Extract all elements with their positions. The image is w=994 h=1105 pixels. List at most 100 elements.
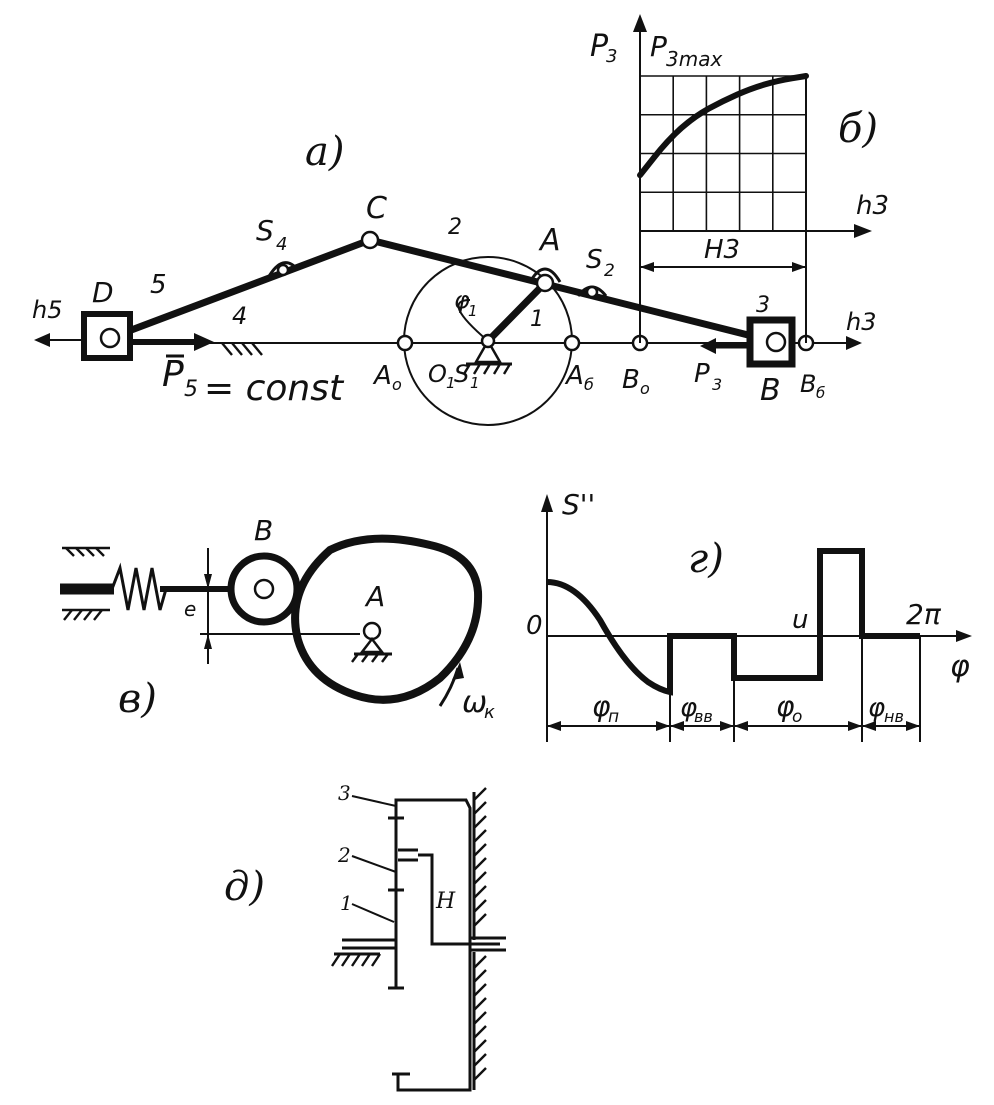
label-phi-vv-sub: вв [694,707,713,726]
label-b: B [760,373,781,408]
label-s4-sub: 4 [276,234,287,255]
label-a0: A [372,361,392,391]
label-cam-a: A [364,580,385,613]
slider-d [81,311,133,361]
panel-v-label: в) [118,676,157,722]
frame-hatch-stroke [473,955,487,969]
link-2 [366,236,780,346]
p5-arrowhead [194,333,214,351]
label-p3-axis-sub: 3 [606,46,617,67]
panel-b-force-graph: б) P 3 P 3max h3 H3 [590,14,889,343]
ring-gear-3 [394,798,472,1092]
frame-hatch-stroke [473,899,487,913]
roller-pin [253,578,275,600]
left-ground-hatch [331,953,381,967]
label-p3: P [694,359,710,389]
label-zero: 0 [526,611,543,641]
h3-axis-arrowhead [854,224,872,238]
label-phi-nv-sub: нв [884,707,904,726]
label-omega-sub: к [484,702,495,723]
label-s2-sub: 2 [604,261,615,281]
label-gear-1: 1 [340,891,353,915]
leader-3 [351,795,397,807]
cam-profile [291,534,483,704]
label-omega: ω [462,685,487,720]
h5-arrowhead [34,333,50,347]
label-phi-vv: φ [680,693,697,723]
label-link-3: 3 [756,293,770,318]
phase-arrows [547,721,920,731]
label-link-4: 4 [232,302,247,330]
frame-hatch-stroke [473,913,487,927]
label-p3max: P [650,30,667,63]
label-s4: S [256,214,274,247]
spring [110,562,168,611]
label-b0: B [622,365,640,395]
label-ab-sub: б [584,375,594,394]
label-gear-2: 2 [337,843,351,867]
label-e: e [184,597,196,621]
frame-hatch-stroke [473,787,487,801]
frame-hatch-stroke [473,857,487,871]
joint-d [99,327,121,349]
frame-hatch-stroke [473,829,487,843]
label-phi-axis: φ [950,649,970,684]
panel-g-acceleration: г) S'' 0 2π u φ φ п φ вв [526,488,972,742]
eccentricity-arrow-bottom [204,634,212,649]
crank-support [462,333,512,375]
label-h3-b: h3 [856,191,889,221]
frame-hatch-stroke [473,983,487,997]
frame-hatch-stroke [473,815,487,829]
link-4 [106,236,374,342]
frame-hatch-stroke [473,885,487,899]
label-phi-o: φ [776,690,795,723]
label-link-1: 1 [530,307,544,332]
frame-hatch-stroke [473,1067,487,1081]
label-phi1: φ [454,286,470,314]
label-o1-sub: 1 [446,374,456,392]
panel-b-label: б) [838,106,878,152]
label-p5: P [162,354,184,395]
point-ab [563,334,581,352]
s4-point [276,263,290,277]
spring-housing [62,546,110,621]
s2-point [585,285,599,299]
label-b0-sub: o [640,379,650,398]
label-s2: S [586,245,603,275]
eccentricity-arrow-top [204,574,212,589]
h3-dim-arrow-right [792,262,806,272]
label-a: A [538,223,561,258]
label-phi-p: φ [592,690,611,723]
s4-hump [266,261,300,279]
label-H3: H3 [704,235,740,265]
label-bb-sub: б [816,384,825,402]
panel-d-label: д) [224,864,265,910]
phi-axis-arrowhead [956,630,972,642]
label-a0-sub: o [392,375,402,394]
label-phi1-sub: 1 [468,302,478,320]
point-a0 [396,334,414,352]
link-1-crank [484,279,549,345]
panel-v-cam: в) [60,514,495,723]
joint-a [535,273,555,293]
label-s1-sub: 1 [470,374,480,392]
label-h3-a: h3 [846,308,876,336]
h3-dim-arrow-left [640,262,654,272]
frame-hatch-stroke [473,997,487,1011]
label-s1: S [454,360,469,388]
label-h5: h5 [32,296,62,324]
p3-arrowhead [700,338,716,354]
label-roller-b: B [254,514,273,547]
label-2pi: 2π [906,598,942,631]
frame-hatch-stroke [473,1039,487,1053]
frame-hatch [473,787,487,1081]
label-p3-sub: 3 [712,375,722,394]
force-curve [637,73,809,179]
panel-d-gearbox: д) 3 [224,781,506,1092]
omega-arrowhead [452,662,464,680]
label-phi-o-sub: о [792,707,802,727]
joint-b [765,331,787,353]
frame-hatch-stroke [473,801,487,815]
phi1-arc [457,299,489,342]
